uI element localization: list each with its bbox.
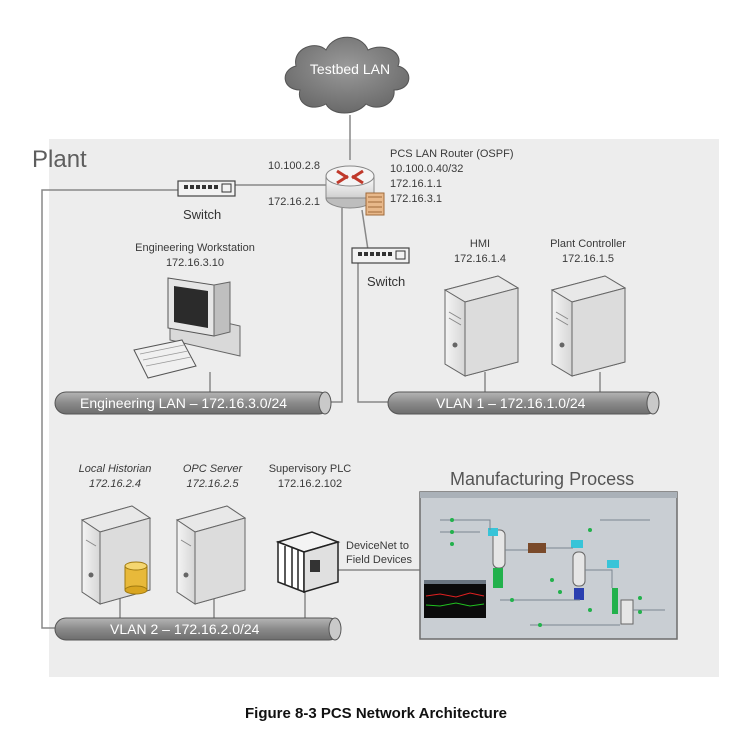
plant-controller-name: Plant Controller [550,238,626,250]
local-historian-server-icon [80,505,152,605]
eng-workstation-name: Engineering Workstation [135,242,255,254]
engineering-lan-bus [54,391,332,415]
hmi-name: HMI [469,238,491,250]
pcs-lan-router-icon [325,165,385,216]
devicenet-line1: DeviceNet to [346,540,409,552]
plant-controller-ip: 172.16.1.5 [562,253,614,265]
switch-center-label: Switch [367,274,406,289]
switch-left-label: Switch [183,207,222,222]
supervisory-plc-icon [275,531,341,594]
network-links [41,115,601,629]
engineering-lan-label: Engineering LAN – 172.16.3.0/24 [80,395,288,411]
vlan2-bus [54,617,342,641]
opc-server-icon [175,505,247,605]
opc-ip: 172.16.2.5 [186,478,239,490]
hmi-ip: 172.16.1.4 [454,253,506,265]
router-address-2: 172.16.1.1 [390,178,442,190]
historian-name: Local Historian [78,463,152,475]
plant-controller-server-icon [550,275,627,377]
router-ip-upper: 10.100.2.8 [268,160,320,172]
plc-ip: 172.16.2.102 [277,478,343,490]
router-ip-lower: 172.16.2.1 [268,196,320,208]
manufacturing-process-screen-icon [419,491,678,640]
vlan2-label: VLAN 2 – 172.16.2.0/24 [110,621,260,637]
eng-workstation-ip: 172.16.3.10 [165,257,225,269]
router-address-3: 172.16.3.1 [390,193,442,205]
engineering-workstation-icon [133,277,241,379]
router-label: PCS LAN Router (OSPF) [390,148,514,160]
plc-name: Supervisory PLC [268,463,352,475]
vlan1-bus [387,391,660,415]
switch-left-icon [177,180,236,197]
testbed-lan-cloud-icon [284,36,410,114]
opc-name: OPC Server [182,463,243,475]
database-icon [124,561,148,595]
figure-caption: Figure 8-3 PCS Network Architecture [244,705,507,722]
devicenet-line2: Field Devices [346,554,413,566]
router-address-1: 10.100.0.40/32 [390,163,464,175]
manufacturing-process-title: Manufacturing Process [450,469,635,489]
switch-center-icon [351,247,410,264]
historian-ip: 172.16.2.4 [89,478,141,490]
vlan1-label: VLAN 1 – 172.16.1.0/24 [436,395,586,411]
hmi-server-icon [443,275,520,377]
testbed-lan-label: Testbed LAN [309,61,391,77]
plant-title: Plant [32,146,87,173]
